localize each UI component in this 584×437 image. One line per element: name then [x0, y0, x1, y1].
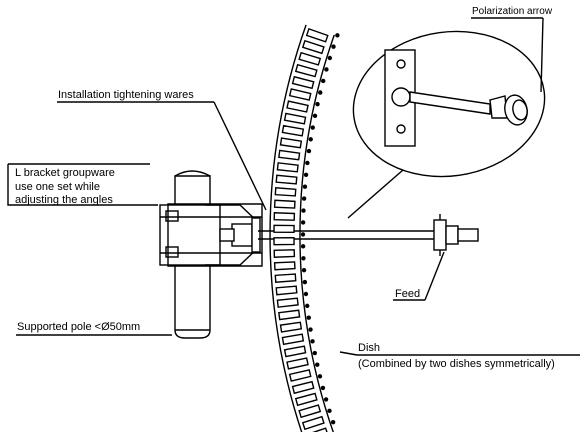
supported-pole-label: Supported pole <Ø50mm — [17, 321, 140, 333]
dish-grid-slot — [288, 369, 312, 382]
dish-rivet — [315, 101, 320, 107]
dish-rivet — [331, 44, 336, 49]
dish-grid-slot — [273, 199, 296, 209]
dish-grid-slot — [276, 162, 299, 173]
dish-grid-slot — [301, 39, 325, 55]
dish-rivet — [302, 279, 308, 285]
dish-rivet — [323, 397, 329, 402]
dish-grid-slot — [274, 187, 297, 197]
dish-rivet — [300, 220, 306, 225]
dish-grid-slot — [286, 100, 309, 113]
dish-rivet — [335, 33, 340, 38]
dish-rivet — [312, 350, 317, 356]
dish-grid-slot — [274, 273, 297, 283]
dish-rivet — [301, 196, 307, 201]
l-bracket-label-line3: adjusting the angles — [15, 194, 113, 206]
leader-lines — [7, 17, 580, 356]
dish-rivet — [301, 256, 306, 261]
dish-rivet — [310, 339, 315, 344]
dish-grid-slot — [288, 88, 312, 101]
dish-rivet — [308, 137, 313, 142]
dish-label: Dish — [358, 342, 380, 354]
dish-rivet — [300, 232, 306, 237]
feed-label: Feed — [395, 288, 420, 300]
dish-grid-slot — [276, 297, 299, 308]
l-bracket — [159, 203, 263, 267]
dish-rivet — [327, 55, 333, 61]
dish-grid-slot — [275, 174, 298, 185]
dish-rivet — [300, 244, 306, 249]
polarization-arrow-label: Polarization arrow — [472, 6, 553, 17]
dish-grid-slot — [294, 392, 318, 407]
dish-outer-rim — [269, 24, 307, 437]
dish-rivet — [330, 420, 336, 425]
dish-rivet — [305, 160, 310, 166]
dish-grid-slot — [275, 285, 298, 296]
dish-rivet — [306, 148, 312, 154]
dish-grid-slot — [298, 404, 322, 419]
dish-grid-slot — [273, 261, 296, 271]
dish-grid-slot — [305, 28, 329, 43]
dish-grid-slot — [278, 149, 301, 161]
dish-grid-slot — [291, 75, 315, 90]
feed-horn — [433, 214, 479, 256]
dish-rivet — [317, 374, 323, 379]
dish-inner-rim — [299, 34, 335, 436]
dish-rivet — [318, 90, 323, 95]
dish-grid-slot — [301, 415, 325, 431]
dish-rivet — [327, 408, 332, 414]
l-bracket-label-line2: use one set while — [15, 181, 100, 193]
dish-rivet — [302, 184, 308, 189]
dish-grid-slot — [279, 137, 303, 149]
dish-grid-slot — [273, 212, 296, 221]
dish-grid-slot — [279, 321, 303, 333]
dish-rivet — [320, 385, 326, 391]
dish-grid-slot — [281, 124, 305, 137]
dish-grid-slot — [294, 63, 318, 78]
dish-rivet — [312, 113, 318, 119]
dish-rivet — [301, 268, 307, 273]
dish-rivet — [310, 125, 315, 130]
l-bracket-label-line1: L bracket groupware — [15, 167, 115, 179]
dish-grid-slot — [278, 309, 301, 321]
dish-grid-slot — [291, 380, 315, 395]
dish-rivet — [305, 303, 310, 309]
dish-reflector — [269, 24, 340, 437]
dish-grid-slot — [281, 333, 305, 346]
dish-grid-slot — [305, 427, 329, 437]
dish-rivet — [303, 291, 309, 297]
dish-rivet — [301, 208, 306, 213]
dish-grid-slot — [286, 357, 309, 370]
dish-grid-slot — [283, 345, 307, 358]
dish-grid-slot — [273, 237, 295, 246]
polarization-detail — [347, 30, 546, 219]
dish-note-label: (Combined by two dishes symmetrically) — [358, 358, 555, 370]
dish-grid-slot — [283, 112, 307, 125]
dish-rivet — [315, 362, 320, 367]
dish-rivet — [324, 67, 329, 72]
dish-rivet — [306, 315, 311, 320]
dish-grid-slot — [298, 51, 322, 66]
dish-rivet — [303, 172, 309, 178]
dish-grid-slot — [273, 224, 295, 233]
dish-grid-slot — [273, 249, 296, 258]
tightening-wares-label: Installation tightening wares — [58, 89, 194, 101]
dish-rivet — [321, 78, 326, 84]
dish-rivet — [308, 327, 313, 332]
